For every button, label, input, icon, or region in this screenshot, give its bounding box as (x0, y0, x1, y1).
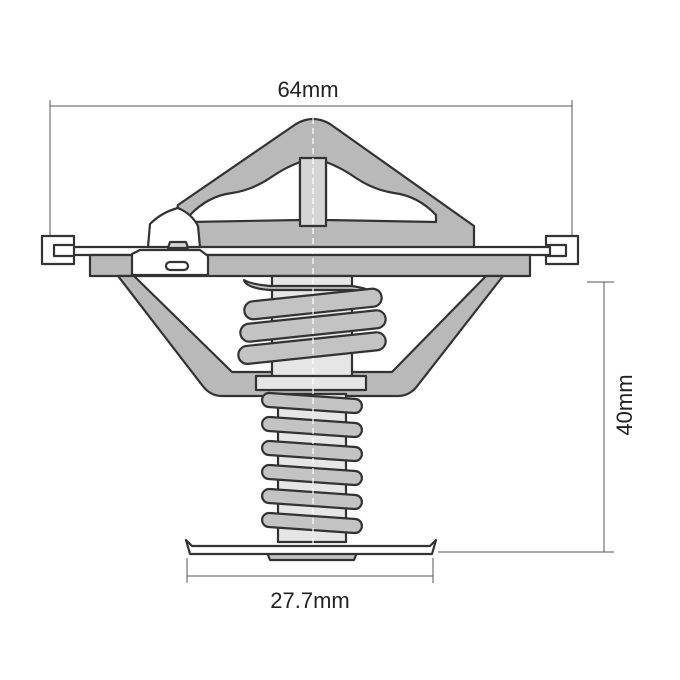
dimension-top-width: 64mm (49, 77, 573, 240)
upper-spring (237, 274, 387, 392)
dimension-label-height: 40mm (612, 374, 637, 435)
bottom-plate (184, 538, 438, 562)
dimension-label-top-width: 64mm (277, 77, 338, 102)
dimension-height: 40mm (438, 281, 637, 553)
upper-bridge (166, 117, 476, 250)
lower-spring (261, 391, 363, 544)
dimension-bottom-width: 27.7mm (186, 558, 434, 613)
dimension-label-bottom-width: 27.7mm (270, 588, 349, 613)
jiggle-valve (130, 206, 210, 277)
lower-cup (116, 274, 505, 398)
